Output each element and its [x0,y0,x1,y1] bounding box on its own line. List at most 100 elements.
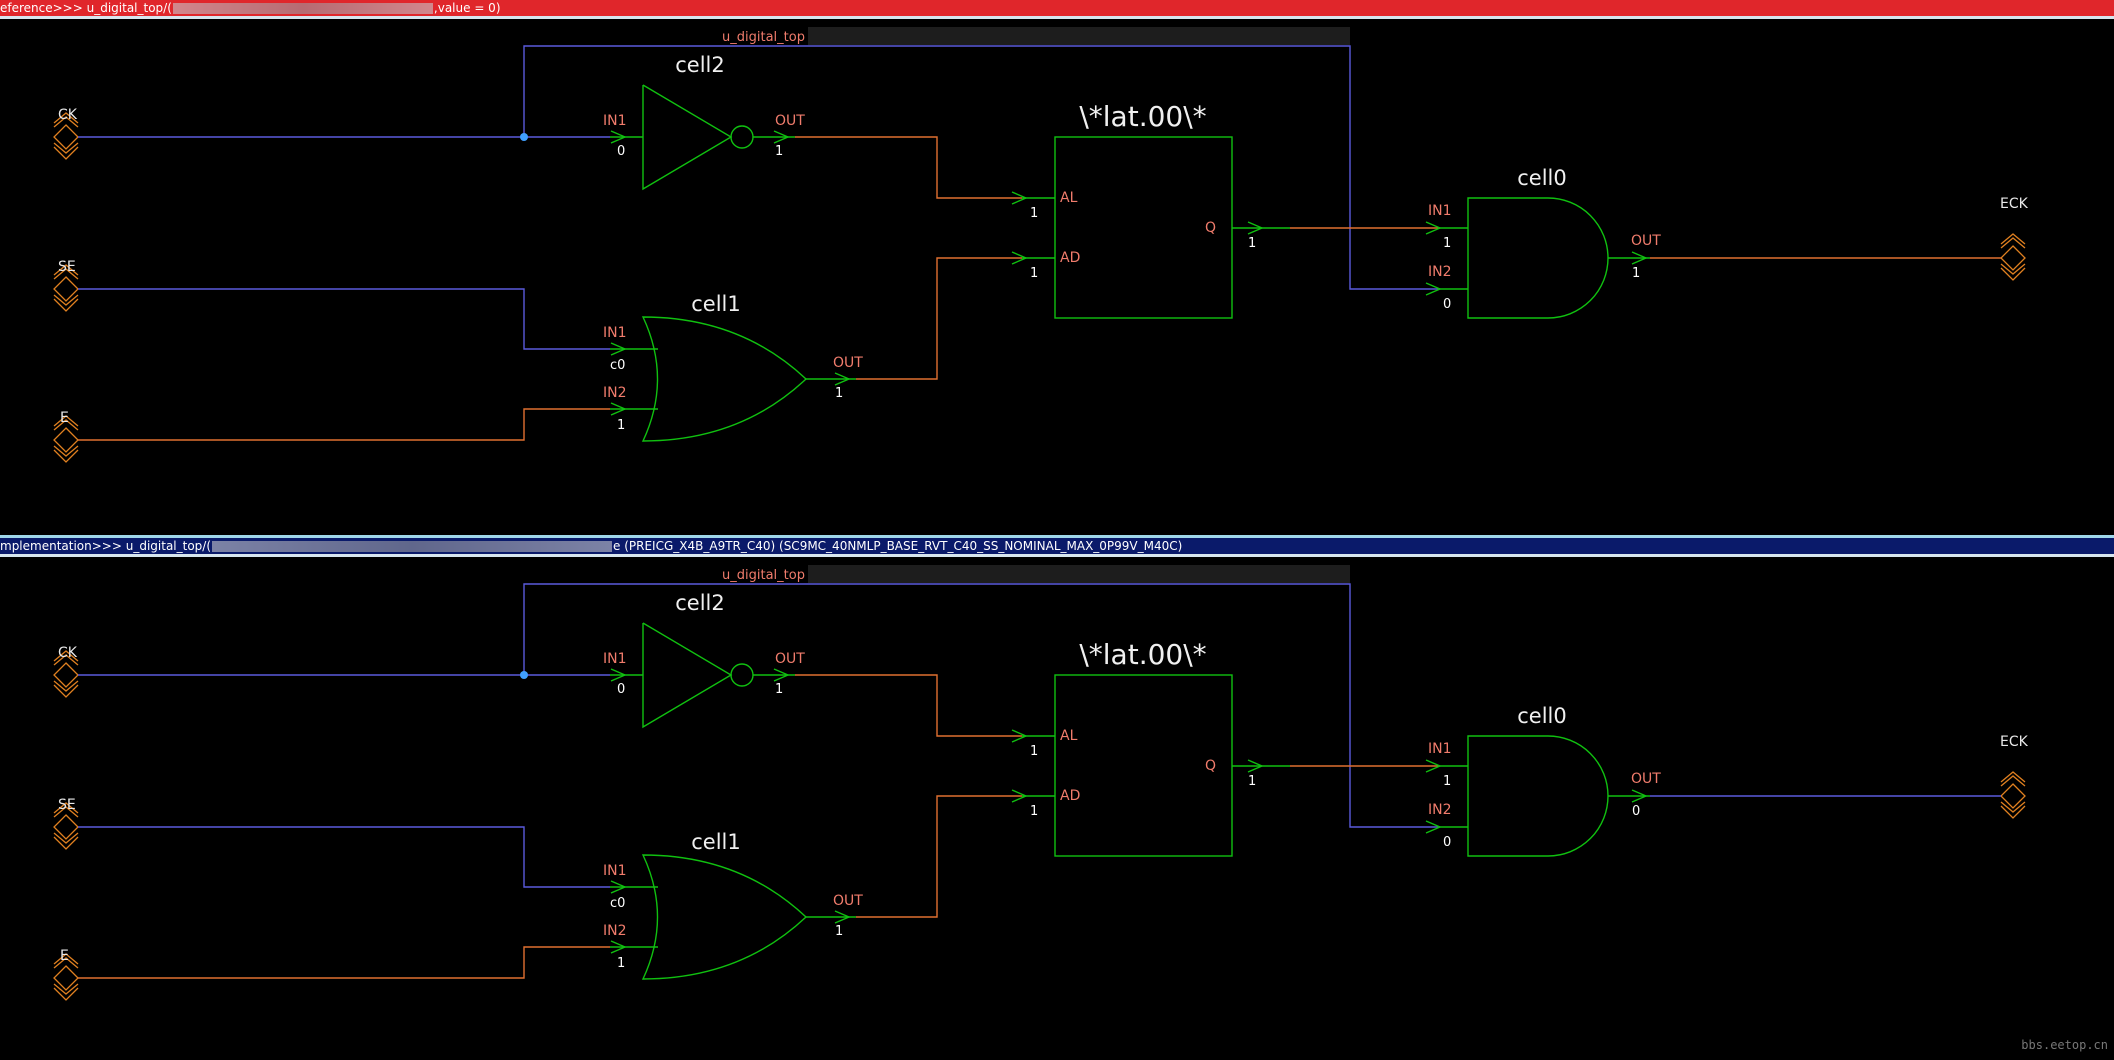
cell2-inverter[interactable] [642,622,733,729]
cell1-in2-pin: IN2 [603,923,627,939]
reference-title-suffix: ,value = 0) [433,1,501,15]
latch-q-pin: Q [1205,220,1216,236]
cell0-out-value: 0 [1632,804,1640,819]
latch-al-pin: AL [1060,728,1078,744]
latch-ad-value: 1 [1030,804,1038,819]
cell2-out-pin: OUT [775,651,805,667]
cell1-name: cell1 [691,830,741,854]
cell1-in2-arrow [610,940,627,954]
cell2-in1-value: 0 [617,682,625,697]
latch-ad-pin: AD [1060,250,1080,266]
cell2-out-arrow [773,130,790,144]
cell1-out-pin: OUT [833,893,863,909]
cell1-out-pin: OUT [833,355,863,371]
implementation-title-suffix: e (PREICG_X4B_A9TR_C40) (SC9MC_40NMLP_BA… [613,539,1183,553]
latch-ad-pin: AD [1060,788,1080,804]
port-se-label: SE [58,797,76,813]
port-eck-label: ECK [2000,734,2029,750]
wire-cell1-to-ad[interactable] [856,257,1022,380]
cell0-and-gate[interactable] [1467,735,1609,857]
port-eck-label: ECK [2000,196,2029,212]
cell1-out-value: 1 [835,386,843,401]
cell2-out-pin: OUT [775,113,805,129]
cell0-in1-pin: IN1 [1428,741,1452,757]
port-eck-icon[interactable] [2000,233,2026,281]
cell0-in1-value: 1 [1443,236,1451,251]
cell0-in2-arrow [1425,282,1442,296]
latch-ad-arrow [1011,789,1028,803]
cell1-or-gate[interactable] [641,316,808,442]
cell1-in2-arrow [610,402,627,416]
hier-label: u_digital_top [722,568,805,583]
redacted-path-block [212,541,613,552]
latch-ad-arrow [1011,251,1028,265]
latch-al-arrow [1011,191,1028,205]
port-ck-label: CK [58,645,78,661]
cell0-in1-value: 1 [1443,774,1451,789]
wire-se[interactable] [78,288,610,350]
implementation-schematic[interactable]: u_digital_topCKSEEECKIN10cell2OUT1IN1c0I… [0,557,2114,1056]
cell1-or-gate[interactable] [641,854,808,980]
cell2-inverter[interactable] [642,84,733,191]
wire-se[interactable] [78,826,610,888]
port-se-icon[interactable] [53,802,79,850]
cell0-out-pin: OUT [1631,233,1661,249]
cell0-in2-pin: IN2 [1428,802,1452,818]
cell2-in1-arrow [610,130,627,144]
port-e-label: E [60,410,69,426]
watermark: bbs.eetop.cn [2021,1038,2108,1052]
port-e-icon[interactable] [53,953,79,1001]
cell0-in1-arrow [1425,221,1442,235]
wire-e[interactable] [78,946,610,979]
port-se-icon[interactable] [53,264,79,312]
latch-q-value: 1 [1248,774,1256,789]
cell0-out-value: 1 [1632,266,1640,281]
cell2-in1-arrow [610,668,627,682]
cell1-in1-arrow [610,342,627,356]
reference-title-prefix: eference>>> u_digital_top/( [0,1,172,15]
cell0-in2-value: 0 [1443,297,1451,312]
cell0-out-arrow [1631,251,1648,265]
latch-q-pin: Q [1205,758,1216,774]
cell0-and-gate[interactable] [1467,197,1609,319]
latch-al-value: 1 [1030,744,1038,759]
wire-cell2-to-al[interactable] [795,674,1022,737]
cell2-in1-value: 0 [617,144,625,159]
latch-q-arrow [1247,221,1264,235]
latch-name: \*lat.00\* [1079,638,1206,671]
cell1-in1-value: c0 [610,358,625,373]
wire-e[interactable] [78,408,610,441]
cell2-out-value: 1 [775,144,783,159]
port-e-label: E [60,948,69,964]
port-se-label: SE [58,259,76,275]
cell0-name: cell0 [1517,166,1567,190]
cell0-name: cell0 [1517,704,1567,728]
cell2-in1-pin: IN1 [603,651,627,667]
cell0-in2-value: 0 [1443,835,1451,850]
inverter-bubble [730,125,754,149]
cell0-out-arrow [1631,789,1648,803]
latch-q-arrow [1247,759,1264,773]
reference-schematic[interactable]: u_digital_topCKSEEECKIN10cell2OUT1IN1c0I… [0,19,2114,527]
wire-junction [520,133,528,141]
cell1-in1-pin: IN1 [603,325,627,341]
port-e-icon[interactable] [53,415,79,463]
redacted-path-block [172,3,433,14]
port-ck-icon[interactable] [53,112,79,160]
latch-al-value: 1 [1030,206,1038,221]
cell2-out-arrow [773,668,790,682]
cell1-out-value: 1 [835,924,843,939]
wire-ck-to-cell0[interactable] [523,45,1440,290]
implementation-title-prefix: mplementation>>> u_digital_top/( [0,539,212,553]
cell1-in1-pin: IN1 [603,863,627,879]
cell0-out-pin: OUT [1631,771,1661,787]
port-eck-icon[interactable] [2000,771,2026,819]
reference-title-bar: eference>>> u_digital_top/( ,value = 0) [0,0,2114,19]
wire-ck-to-cell0[interactable] [523,583,1440,828]
wire-cell1-to-ad[interactable] [856,795,1022,918]
port-ck-icon[interactable] [53,650,79,698]
latch-ad-value: 1 [1030,266,1038,281]
wire-cell2-to-al[interactable] [795,136,1022,199]
